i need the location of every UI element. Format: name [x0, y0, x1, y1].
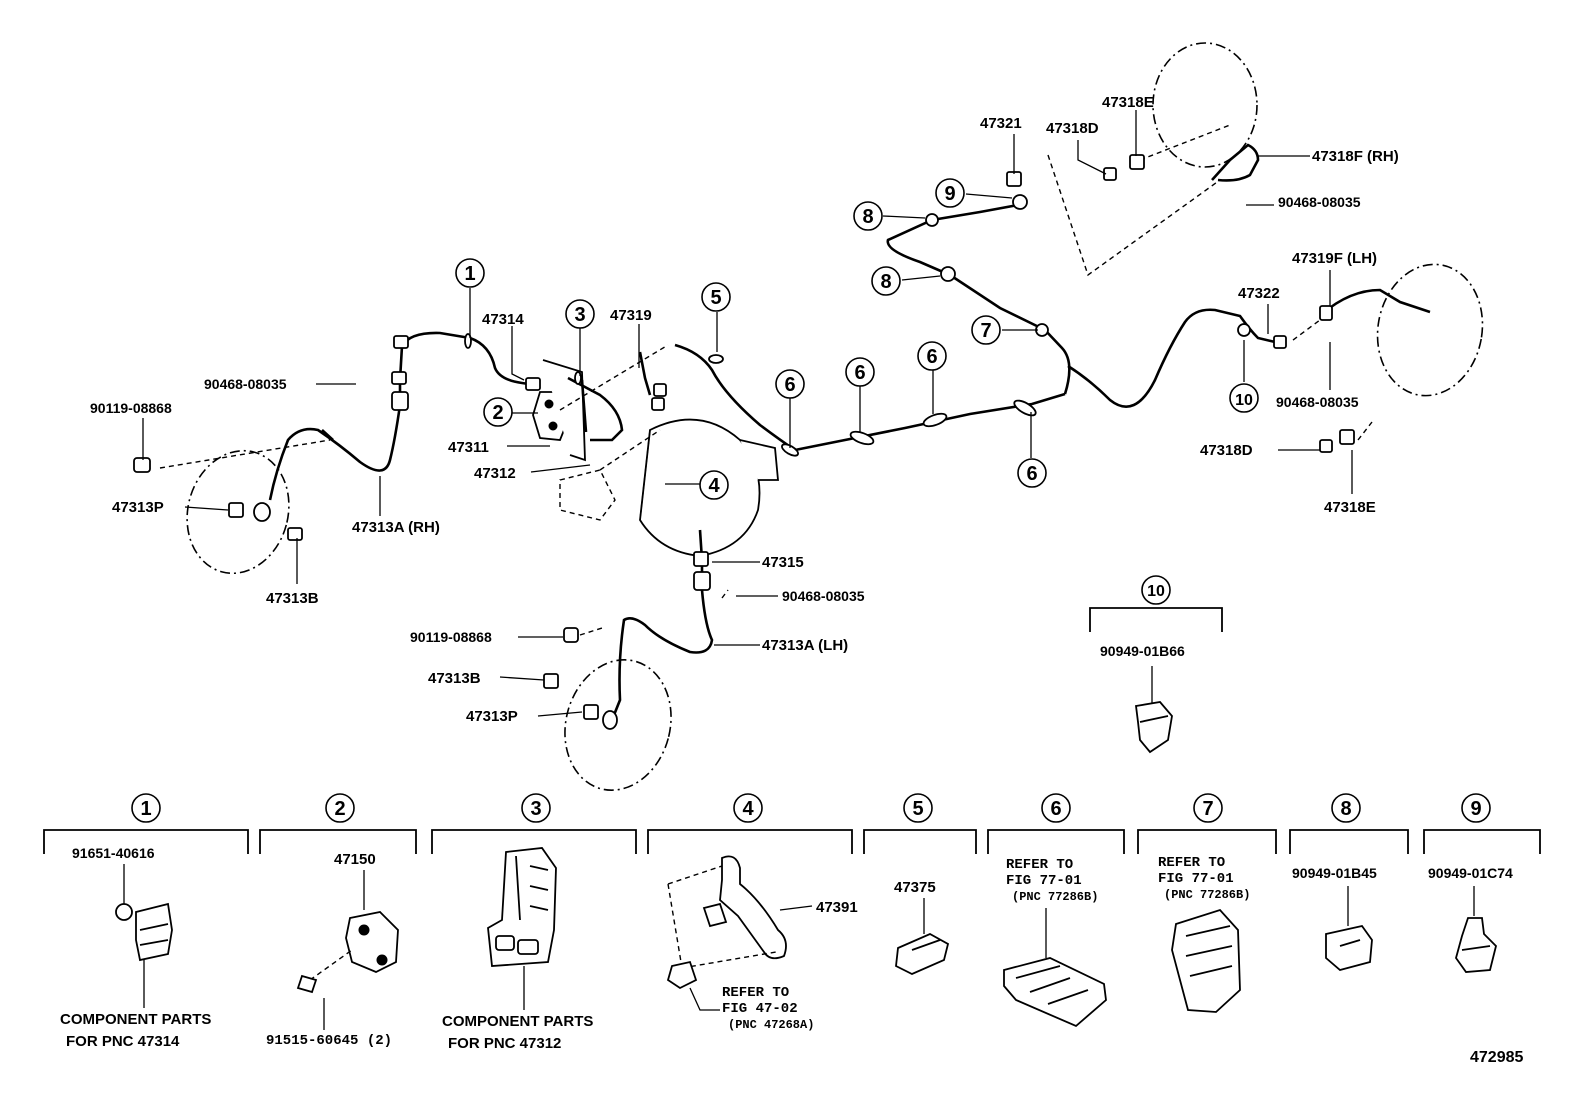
detail-8-part: 90949-01B45: [1292, 865, 1377, 881]
label-47319: 47319: [610, 307, 652, 324]
detail-7-ref1: REFER TO: [1158, 855, 1225, 871]
label-47312: 47312: [474, 465, 516, 482]
detail-9: 9 90949-01C74: [1423, 793, 1541, 973]
detail-5: 5 47375: [863, 793, 977, 975]
detail-3-number: 3: [530, 798, 541, 820]
detail-1-part: 91651-40616: [72, 845, 155, 861]
detail-5-part: 47375: [894, 879, 936, 896]
callout-6b: 6: [854, 362, 865, 384]
detail-5-number: 5: [912, 798, 923, 820]
label-90119-08868-b: 90119-08868: [410, 629, 492, 645]
detail-2-part2: 91515-60645 (2): [266, 1033, 392, 1049]
label-47313p-rh: 47313P: [112, 499, 164, 516]
leader-lines: [142, 110, 1353, 717]
label-47321: 47321: [980, 115, 1022, 132]
label-47313a-lh: 47313A (LH): [762, 637, 848, 654]
label-90119-08868-a: 90119-08868: [90, 400, 172, 416]
detail-6-number: 6: [1050, 798, 1061, 820]
detail-4-ref3: (PNC 47268A): [728, 1018, 814, 1032]
callout-4: 4: [708, 475, 720, 497]
detail-9-number: 9: [1470, 798, 1481, 820]
label-47318f-rh: 47318F (RH): [1312, 148, 1399, 165]
callout-10: 10: [1235, 392, 1253, 409]
callout-6a: 6: [784, 374, 795, 396]
callout-2: 2: [492, 402, 503, 424]
main-labels: 47314 47319 90468-08035 90119-08868 4731…: [90, 94, 1399, 725]
detail-4: 4 47391 REFER TO FIG 47-02 (PNC 47268A): [647, 793, 858, 1032]
label-90949-01b66: 90949-01B66: [1100, 643, 1185, 659]
label-47313a-rh: 47313A (RH): [352, 519, 440, 536]
label-90468-08035-a: 90468-08035: [204, 376, 287, 392]
main-callouts: 1 3 2 5 4 6 6 6 6 7 8 8 9 10: [455, 178, 1259, 500]
callout-6c: 6: [926, 346, 937, 368]
wheel-area-outlines: [186, 42, 1484, 791]
callout-5: 5: [710, 287, 721, 309]
label-47313b-lh: 47313B: [428, 670, 481, 687]
callout-8b: 8: [862, 206, 873, 228]
detail-10-number: 10: [1147, 583, 1165, 600]
detail-6: 6 REFER TO FIG 77-01 (PNC 77286B): [987, 793, 1125, 1028]
detail-1: 1 91651-40616 COMPONENT PARTS FOR PNC 47…: [43, 793, 249, 1050]
label-90468-08035-d: 90468-08035: [1276, 394, 1359, 410]
detail-4-ref1: REFER TO: [722, 985, 789, 1001]
proportioning-valve: [532, 359, 586, 462]
label-47313b-rh: 47313B: [266, 590, 319, 607]
label-47319f-lh: 47319F (LH): [1292, 250, 1377, 267]
callout-1: 1: [464, 263, 475, 285]
detail-1-note2: FOR PNC 47314: [66, 1033, 180, 1050]
callout-3: 3: [574, 304, 585, 326]
detail-6-ref2: FIG 77-01: [1006, 873, 1082, 889]
detail-8-number: 8: [1340, 798, 1351, 820]
detail-6-ref1: REFER TO: [1006, 857, 1073, 873]
label-47313p-lh: 47313P: [466, 708, 518, 725]
detail-7: 7 REFER TO FIG 77-01 (PNC 77286B): [1137, 793, 1277, 1013]
label-47314: 47314: [482, 311, 524, 328]
detail-9-part: 90949-01C74: [1428, 865, 1513, 881]
callout-7: 7: [980, 320, 991, 342]
label-47318d-top: 47318D: [1046, 120, 1099, 137]
detail-10: 10 90949-01B66: [1089, 575, 1223, 754]
label-47311: 47311: [448, 439, 489, 456]
detail-4-part: 47391: [816, 899, 858, 916]
label-90468-08035-b: 90468-08035: [782, 588, 865, 604]
callout-6d: 6: [1026, 463, 1037, 485]
figure-number: 472985: [1470, 1049, 1523, 1066]
label-47322: 47322: [1238, 285, 1280, 302]
callout-8a: 8: [880, 271, 891, 293]
detail-3-note1: COMPONENT PARTS: [442, 1013, 593, 1030]
detail-7-number: 7: [1202, 798, 1213, 820]
label-47318d-bot: 47318D: [1200, 442, 1253, 459]
detail-3-note2: FOR PNC 47312: [448, 1035, 561, 1052]
detail-3: 3 COMPONENT PARTS FOR PNC 47312: [431, 793, 637, 1052]
detail-1-note1: COMPONENT PARTS: [60, 1011, 211, 1028]
detail-2-number: 2: [334, 798, 345, 820]
detail-4-number: 4: [742, 798, 754, 820]
detail-6-ref3: (PNC 77286B): [1012, 890, 1098, 904]
detail-1-number: 1: [140, 798, 151, 820]
label-47318e-top: 47318E: [1102, 94, 1154, 111]
reference-lines: [159, 124, 1373, 636]
detail-2: 2 47150 91515-60645 (2): [259, 793, 417, 1049]
detail-7-ref2: FIG 77-01: [1158, 871, 1234, 887]
label-90468-08035-c: 90468-08035: [1278, 194, 1361, 210]
label-47315: 47315: [762, 554, 804, 571]
detail-7-ref3: (PNC 77286B): [1164, 888, 1250, 902]
detail-2-part: 47150: [334, 851, 376, 868]
label-47318e-bot: 47318E: [1324, 499, 1376, 516]
callout-9: 9: [944, 183, 955, 205]
detail-8: 8 90949-01B45: [1289, 793, 1409, 971]
detail-4-ref2: FIG 47-02: [722, 1001, 798, 1017]
